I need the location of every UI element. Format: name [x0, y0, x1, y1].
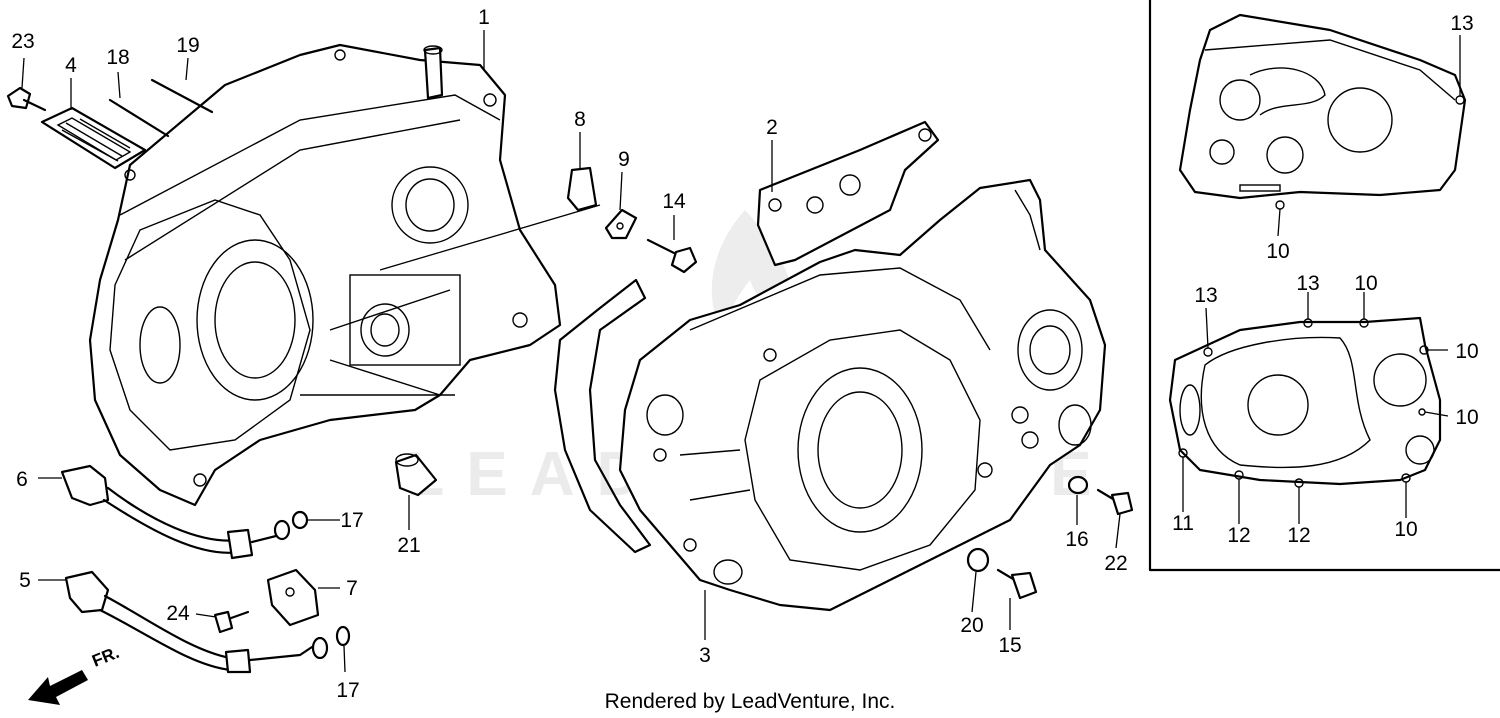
inset-callout-13-top: 13: [1450, 12, 1473, 35]
callout-22: 22: [1104, 552, 1127, 575]
inset-top-case: [1178, 13, 1467, 210]
direction-label: FR.: [89, 643, 122, 671]
gasket-top: [756, 120, 940, 267]
hose-6: [60, 464, 291, 560]
inset-callout-13b: 13: [1296, 272, 1319, 295]
inset-callout-10a: 10: [1354, 272, 1377, 295]
inset-callout-10c: 10: [1455, 406, 1478, 429]
callout-3: 3: [699, 644, 711, 667]
inset-panel: 13 10 13 13 10 10 10 11 12 12 10: [1148, 0, 1500, 572]
callout-17b: 17: [336, 679, 359, 702]
callout-2: 2: [766, 116, 778, 139]
leader-lines: [21, 30, 1121, 673]
washer-17a: [291, 510, 309, 530]
callout-8: 8: [574, 108, 586, 131]
washer-16: [1067, 475, 1089, 495]
studs: [108, 78, 214, 138]
callout-4: 4: [65, 54, 77, 77]
bolt-22: [1096, 488, 1134, 516]
callout-23: 23: [11, 30, 34, 53]
callout-9: 9: [618, 148, 630, 171]
inset-callout-12a: 12: [1227, 524, 1250, 547]
inset-callout-13a: 13: [1194, 284, 1217, 307]
callout-20: 20: [960, 614, 983, 637]
inset-callout-10b: 10: [1455, 340, 1478, 363]
inset-leaders: [1182, 35, 1461, 524]
callout-19: 19: [176, 34, 199, 57]
inset-callout-12b: 12: [1287, 524, 1310, 547]
credit-text: Rendered by LeadVenture, Inc.: [605, 690, 896, 713]
bolt-24: [213, 610, 250, 634]
right-crankcase: [618, 178, 1107, 612]
bolt-15: [996, 568, 1038, 600]
washer-20: [966, 547, 990, 573]
callout-16: 16: [1065, 528, 1088, 551]
clip-9: [604, 208, 638, 240]
callout-24: 24: [166, 602, 190, 625]
left-crankcase: [88, 43, 562, 507]
inset-callout-10-top: 10: [1266, 240, 1289, 263]
oil-screen: [40, 106, 147, 170]
callout-6: 6: [16, 468, 28, 491]
callout-18: 18: [106, 46, 129, 69]
callout-17a: 17: [340, 509, 363, 532]
bracket-8: [566, 166, 598, 212]
callout-21: 21: [397, 534, 420, 557]
dowel-21: [394, 453, 438, 497]
washer-17b: [335, 625, 351, 647]
front-direction-arrow: FR.: [28, 643, 122, 705]
inset-callout-10d: 10: [1394, 518, 1417, 541]
bolt-14: [646, 238, 698, 274]
inset-callout-11: 11: [1172, 512, 1194, 535]
inset-bottom-gasket: [1168, 316, 1442, 488]
inset-callouts: 13 10 13 13 10 10 10 11 12 12 10: [1172, 12, 1479, 547]
gasket-side: [553, 278, 652, 554]
callout-1: 1: [478, 6, 490, 29]
callout-7: 7: [346, 577, 358, 600]
callout-14: 14: [662, 190, 686, 213]
plate-7: [266, 568, 320, 627]
hose-5: [64, 570, 329, 674]
callouts: 1 2 3 4 5 6 7 8 9 14 15 16 17 17 18 19 2…: [11, 6, 1127, 702]
bolt-23: [6, 86, 47, 112]
callout-5: 5: [19, 569, 31, 592]
callout-15: 15: [998, 634, 1021, 657]
